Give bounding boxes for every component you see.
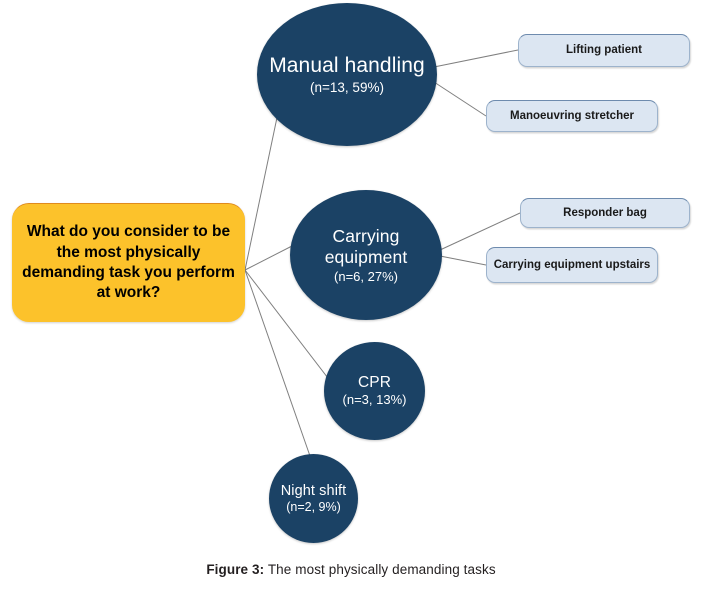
node-night-shift: Night shift (n=2, 9%) xyxy=(269,454,358,543)
node-night-shift-label: Night shift xyxy=(280,482,347,499)
connector-carrying-equipment-to-responder-bag xyxy=(439,212,521,251)
example-carrying-equipment-upstairs: Carrying equipment upstairs xyxy=(486,247,658,283)
figure-caption-label: Figure 3: xyxy=(206,562,265,577)
figure-caption-text: The most physically demanding tasks xyxy=(264,562,496,577)
node-manual-handling: Manual handling (n=13, 59%) xyxy=(257,3,437,146)
node-manual-handling-stat: (n=13, 59%) xyxy=(310,80,384,96)
example-responder-bag-label: Responder bag xyxy=(563,206,647,219)
node-cpr-stat: (n=3, 13%) xyxy=(342,391,407,407)
question-box: What do you consider to be the most phys… xyxy=(12,203,245,322)
example-carrying-equipment-upstairs-label: Carrying equipment upstairs xyxy=(493,258,651,271)
node-cpr-label: CPR xyxy=(357,374,392,392)
example-lifting-patient-label: Lifting patient xyxy=(565,44,642,57)
example-lifting-patient: Lifting patient xyxy=(518,34,690,67)
connector-manual-handling-to-manoeuvring-stretcher xyxy=(433,81,487,117)
node-carrying-equipment: Carrying equipment (n=6, 27%) xyxy=(290,190,442,320)
node-carrying-equipment-label: Carrying equipment xyxy=(324,225,408,267)
connector-question-to-manual-handling xyxy=(244,107,280,271)
example-responder-bag: Responder bag xyxy=(520,198,690,228)
example-manoeuvring-stretcher: Manoeuvring stretcher xyxy=(486,100,658,132)
example-manoeuvring-stretcher-label: Manoeuvring stretcher xyxy=(510,109,634,122)
connector-question-to-carrying-equipment xyxy=(244,245,293,271)
figure-caption: Figure 3: The most physically demanding … xyxy=(0,562,702,577)
node-night-shift-stat: (n=2, 9%) xyxy=(286,500,341,515)
question-text: What do you consider to be the most phys… xyxy=(22,223,235,302)
connector-question-to-night-shift xyxy=(244,269,311,457)
node-carrying-equipment-stat: (n=6, 27%) xyxy=(334,269,398,285)
node-manual-handling-label: Manual handling xyxy=(269,53,425,77)
node-cpr: CPR (n=3, 13%) xyxy=(324,342,425,440)
connector-manual-handling-to-lifting-patient xyxy=(433,49,519,68)
connector-carrying-equipment-to-upstairs xyxy=(439,255,487,266)
